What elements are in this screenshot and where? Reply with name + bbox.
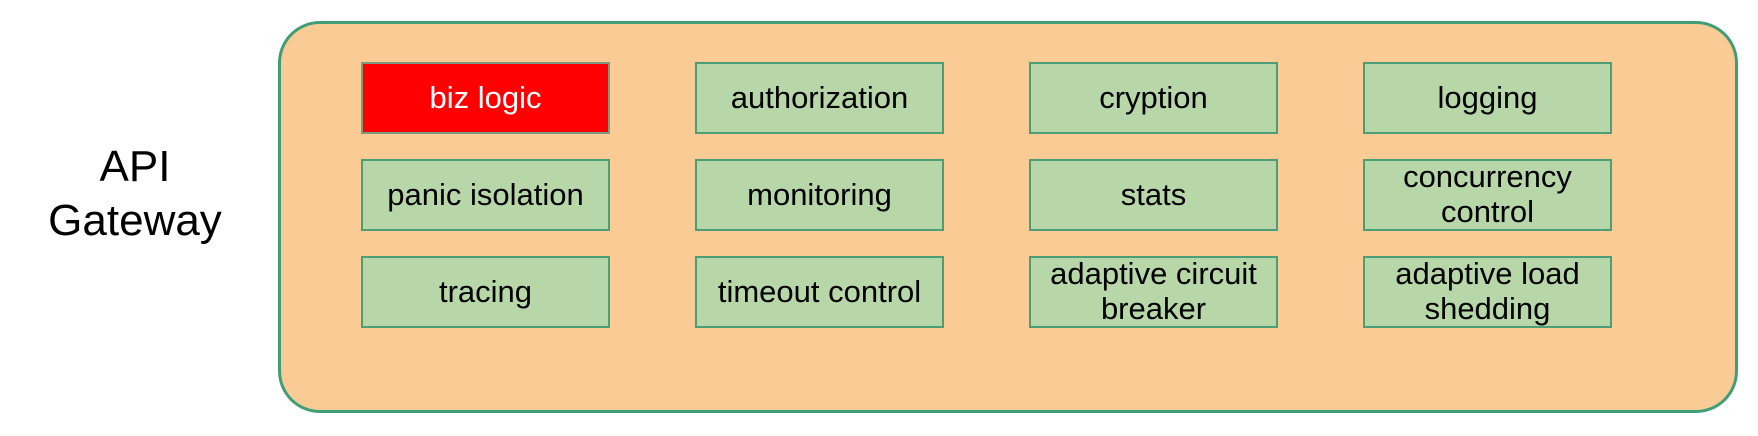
capability-box-monitoring[interactable]: monitoring [695,159,944,231]
capability-box-concurrency-control[interactable]: concurrency control [1363,159,1612,231]
capability-label: concurrency control [1403,159,1572,229]
capability-box-adaptive-load-shedding[interactable]: adaptive load shedding [1363,256,1612,328]
capability-label: monitoring [747,176,892,212]
capability-label: logging [1437,79,1538,115]
api-gateway-label: API Gateway [48,142,222,245]
capability-label: tracing [438,273,533,309]
capability-box-biz-logic[interactable]: biz logic [361,62,610,134]
capability-box-adaptive-circuit-breaker[interactable]: adaptive circuit breaker [1029,256,1278,328]
api-gateway-container: biz logic authorization cryption logging… [278,21,1738,413]
capability-label: timeout control [717,273,922,309]
capability-label: biz logic [429,79,542,115]
capability-label: cryption [1099,79,1208,115]
capability-label: authorization [730,79,909,115]
capability-label: stats [1120,176,1187,212]
capability-box-stats[interactable]: stats [1029,159,1278,231]
capability-box-logging[interactable]: logging [1363,62,1612,134]
capability-label: adaptive circuit breaker [1050,256,1257,326]
capability-box-cryption[interactable]: cryption [1029,62,1278,134]
capability-box-panic-isolation[interactable]: panic isolation [361,159,610,231]
capability-box-tracing[interactable]: tracing [361,256,610,328]
capability-label: panic isolation [387,176,584,212]
capability-grid: biz logic authorization cryption logging… [361,62,1613,328]
capability-label: adaptive load shedding [1395,256,1580,326]
capability-box-authorization[interactable]: authorization [695,62,944,134]
capability-box-timeout-control[interactable]: timeout control [695,256,944,328]
